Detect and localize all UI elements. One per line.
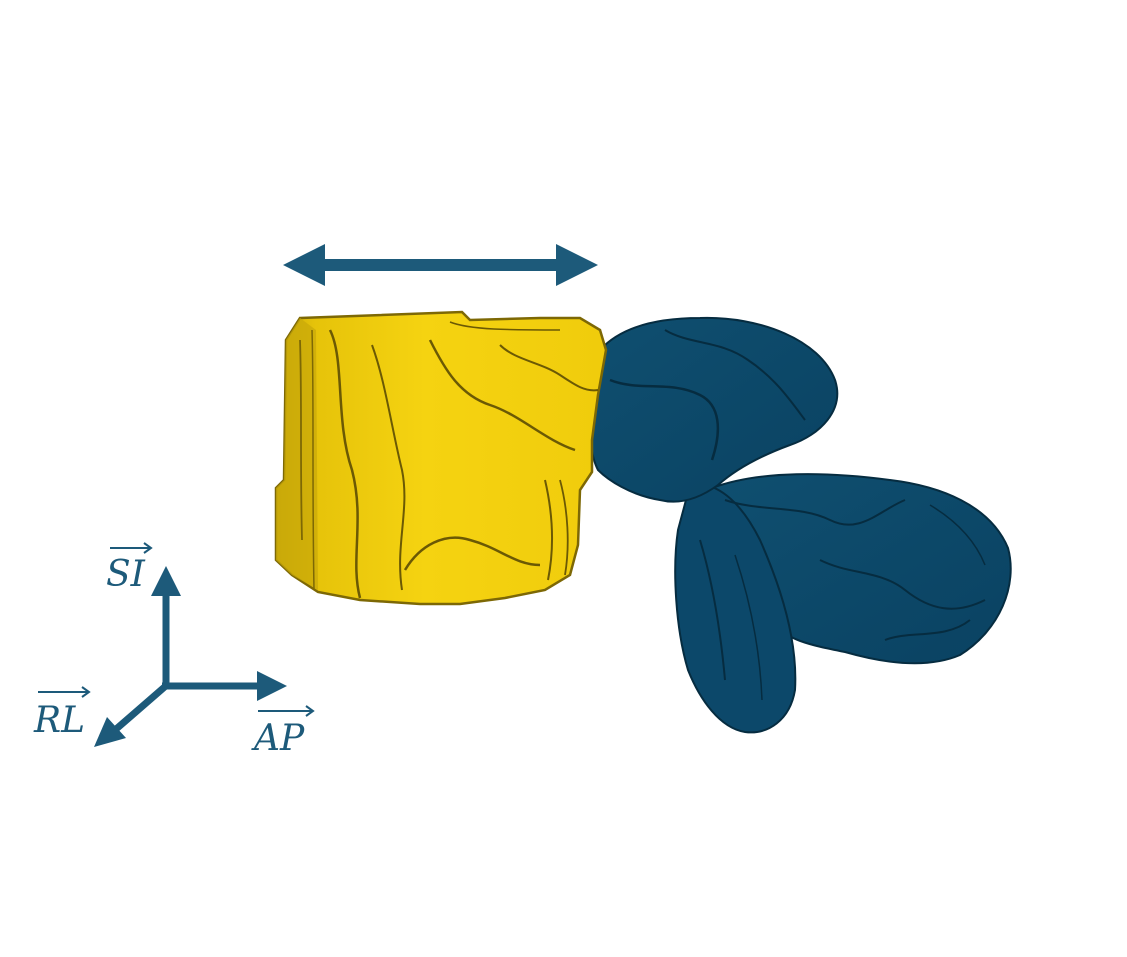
vertebral-body xyxy=(274,310,608,606)
rl-arrow-icon xyxy=(94,681,171,747)
rl-axis-label: RL xyxy=(33,700,85,741)
ap-label-group: AP xyxy=(251,705,315,759)
si-label-group: SI xyxy=(106,542,153,595)
posterior-elements xyxy=(587,316,1012,734)
rl-label-group: RL xyxy=(33,686,91,741)
ap-axis-label: AP xyxy=(251,718,305,759)
posterior-lobe-inferior xyxy=(674,483,797,734)
vertebral-body-shape xyxy=(274,310,608,606)
posterior-lobe-superior xyxy=(587,316,839,503)
measure-double-arrow-icon xyxy=(283,244,598,286)
orientation-axes: SI RL AP xyxy=(33,542,315,759)
si-axis-label: SI xyxy=(106,554,146,595)
ap-arrow-icon xyxy=(162,671,287,701)
si-arrow-icon xyxy=(151,566,181,686)
